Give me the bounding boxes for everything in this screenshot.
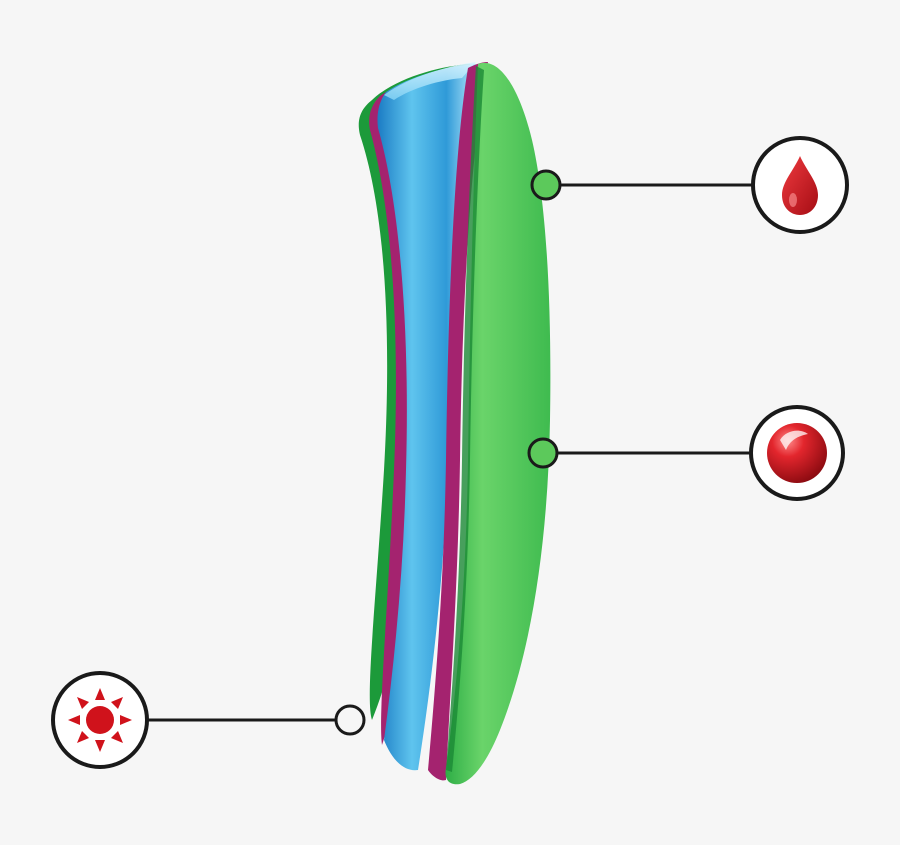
callout-anchor [530, 169, 562, 201]
green-shadow-edge [446, 66, 484, 772]
lens-strip [358, 62, 551, 785]
blue-core-layer [377, 64, 476, 771]
callout-red-sphere [527, 405, 845, 501]
callout-anchor [527, 437, 559, 469]
red-sphere-highlight [780, 430, 808, 450]
blood-drop-highlight [789, 193, 797, 207]
sun-icon [68, 688, 132, 752]
blue-top-bevel [384, 62, 476, 100]
callout-anchor [334, 704, 366, 736]
callout-sun [51, 671, 366, 769]
green-front-layer [445, 62, 551, 785]
magenta-layer-right [428, 62, 488, 781]
callout-blood-drop [530, 136, 849, 234]
